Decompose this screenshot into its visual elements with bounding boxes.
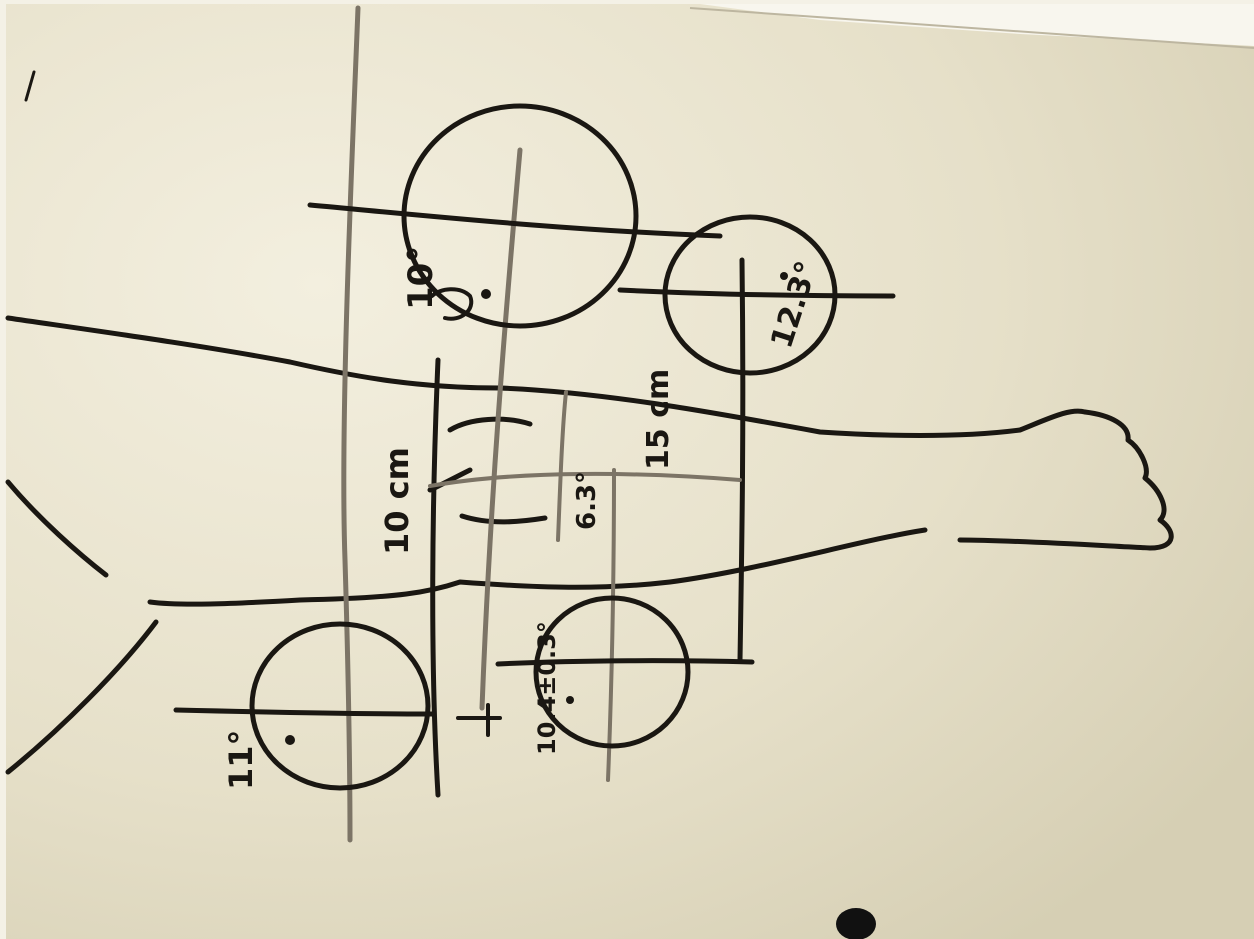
left-circle-label: 11° <box>222 729 260 790</box>
foot-toes <box>1082 409 1174 551</box>
vertical-axis-dark <box>430 357 441 798</box>
knee-band <box>428 471 742 488</box>
tick-mark <box>456 703 502 737</box>
whiteboard-surface <box>6 4 1254 939</box>
vertical-axis-right <box>737 257 746 663</box>
vertical-axis-lower <box>606 468 616 782</box>
body-line-left <box>5 479 109 578</box>
middle-circle-crossline <box>617 287 896 299</box>
vertical-axis-grey-left <box>341 5 361 843</box>
bottom-circle-label: 10.4±0.3° <box>533 621 561 755</box>
upper-circle-label: 10° <box>401 246 441 310</box>
marker-cap <box>836 908 876 939</box>
left-circle-dot <box>285 735 295 745</box>
board-edge <box>700 4 1254 46</box>
leg-bottom-contour <box>147 527 1153 607</box>
bottom-circle <box>533 595 691 749</box>
left-circle <box>249 621 431 791</box>
axis-distance-label-b: 15 cm <box>641 369 676 470</box>
middle-circle-dot <box>780 272 788 280</box>
bottom-circle-dot <box>566 696 574 704</box>
stray-mark <box>24 70 36 102</box>
body-line-bottom <box>5 619 159 775</box>
leg-top-contour <box>5 315 1088 438</box>
vertical-axis-short <box>556 390 568 542</box>
small-measure-label: 6.3° <box>572 471 602 530</box>
left-circle-crossline <box>173 707 435 717</box>
upper-circle-mark <box>430 287 474 321</box>
axis-distance-label-a: 10 cm <box>378 447 416 555</box>
upper-circle-crossline <box>307 202 723 239</box>
board-edge-line <box>689 7 1254 49</box>
upper-circle-dot <box>481 289 491 299</box>
bottom-circle-crossline <box>495 658 755 667</box>
